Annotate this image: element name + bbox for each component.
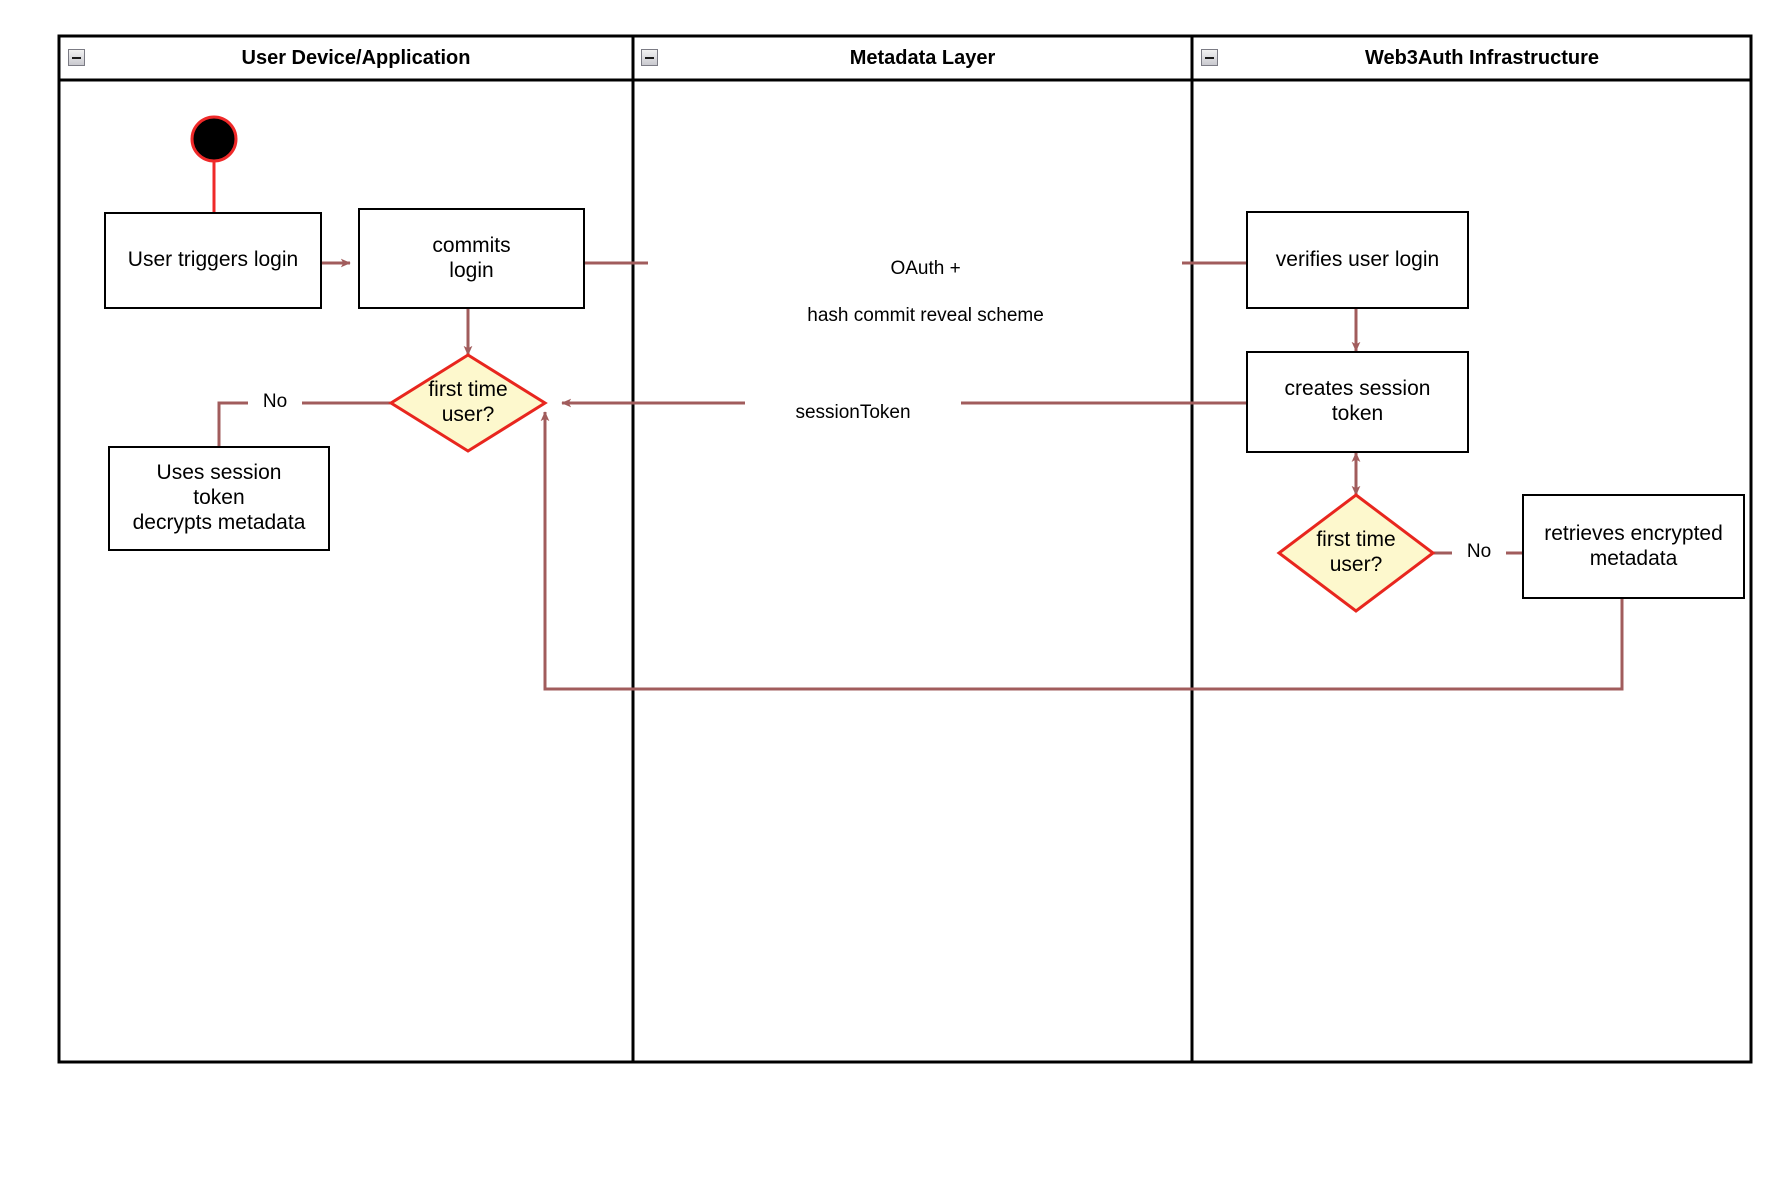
decision-label-left-line1: first time — [428, 378, 508, 402]
activity-label-retrieves-line2: metadata — [1589, 546, 1678, 570]
initial-node-start — [190, 115, 238, 163]
lane-title-metadata: Metadata Layer — [849, 47, 996, 69]
edge-label-no-left: No — [248, 390, 302, 414]
activity-label-creates-session-token: creates session token — [1285, 377, 1431, 427]
activity-node-retrieves-encrypted-metadata[interactable]: retrieves encrypted metadata — [1522, 494, 1745, 599]
edge-label-no-right: No — [1452, 540, 1506, 564]
activity-node-user-triggers-login[interactable]: User triggers login — [104, 212, 322, 309]
activity-node-commits-login[interactable]: commits login — [358, 208, 585, 309]
collapse-minus-icon-lane-web3auth[interactable] — [1201, 49, 1218, 66]
activity-node-verifies-user-login[interactable]: verifies user login — [1246, 211, 1469, 309]
edge-label-session-token: sessionToken — [745, 401, 961, 425]
activity-label-creates-session-line1: creates session — [1284, 377, 1431, 401]
decision-label-first-time-user-right: first time user? — [1312, 528, 1399, 578]
decision-shapes — [388, 353, 1436, 613]
activity-label-uses-session-line2: token — [193, 486, 245, 510]
decision-shape-first-time-user-left — [388, 353, 548, 453]
edge-label-oauth-line2: hash commit reveal scheme — [807, 304, 1044, 326]
activity-label-uses-session-line3: decrypts metadata — [132, 510, 306, 534]
activity-label-retrieves-line1: retrieves encrypted — [1544, 521, 1723, 545]
activity-node-creates-session-token[interactable]: creates session token — [1246, 351, 1469, 453]
activity-label-creates-session-line2: token — [1331, 402, 1384, 425]
decision-label-first-time-user-left: first time user? — [424, 378, 511, 428]
activity-label-retrieves-encrypted-metadata: retrieves encrypted metadata — [1544, 522, 1723, 572]
lane-title-web3auth: Web3Auth Infrastructure — [1364, 47, 1600, 69]
activity-label-user-triggers-login: User triggers login — [127, 248, 299, 272]
activity-label-commits-login: commits login — [432, 234, 510, 284]
activity-label-uses-session-line1: Uses session — [156, 461, 282, 485]
collapse-minus-icon-lane-user-device[interactable] — [68, 49, 85, 66]
activity-label-commits-login-line1: commits — [432, 233, 511, 257]
decision-label-left-line2: user? — [441, 403, 495, 426]
edge-retrieves-return-to-decision-left — [540, 411, 1624, 691]
decision-node-first-time-user-left[interactable]: first time user? — [391, 355, 545, 451]
edge-label-oauth: OAuth + hash commit reveal scheme — [648, 234, 1182, 350]
decision-label-right-line1: first time — [1316, 528, 1396, 552]
decision-shape-first-time-user-right — [1276, 493, 1436, 613]
activity-label-commits-login-line2: login — [449, 258, 494, 282]
collapse-minus-icon-lane-metadata[interactable] — [641, 49, 658, 66]
lane-title-user-device: User Device/Application — [241, 47, 471, 69]
edge-decision-left-to-uses-session — [217, 401, 392, 446]
activity-label-verifies-user-login: verifies user login — [1275, 247, 1440, 271]
decision-label-right-line2: user? — [1329, 553, 1383, 576]
edge-label-oauth-line1: OAuth + — [890, 258, 961, 280]
activity-node-uses-session-token[interactable]: Uses session token decrypts metadata — [108, 446, 330, 551]
decision-node-first-time-user-right[interactable]: first time user? — [1279, 495, 1433, 611]
activity-label-uses-session-token: Uses session token decrypts metadata — [133, 461, 306, 535]
